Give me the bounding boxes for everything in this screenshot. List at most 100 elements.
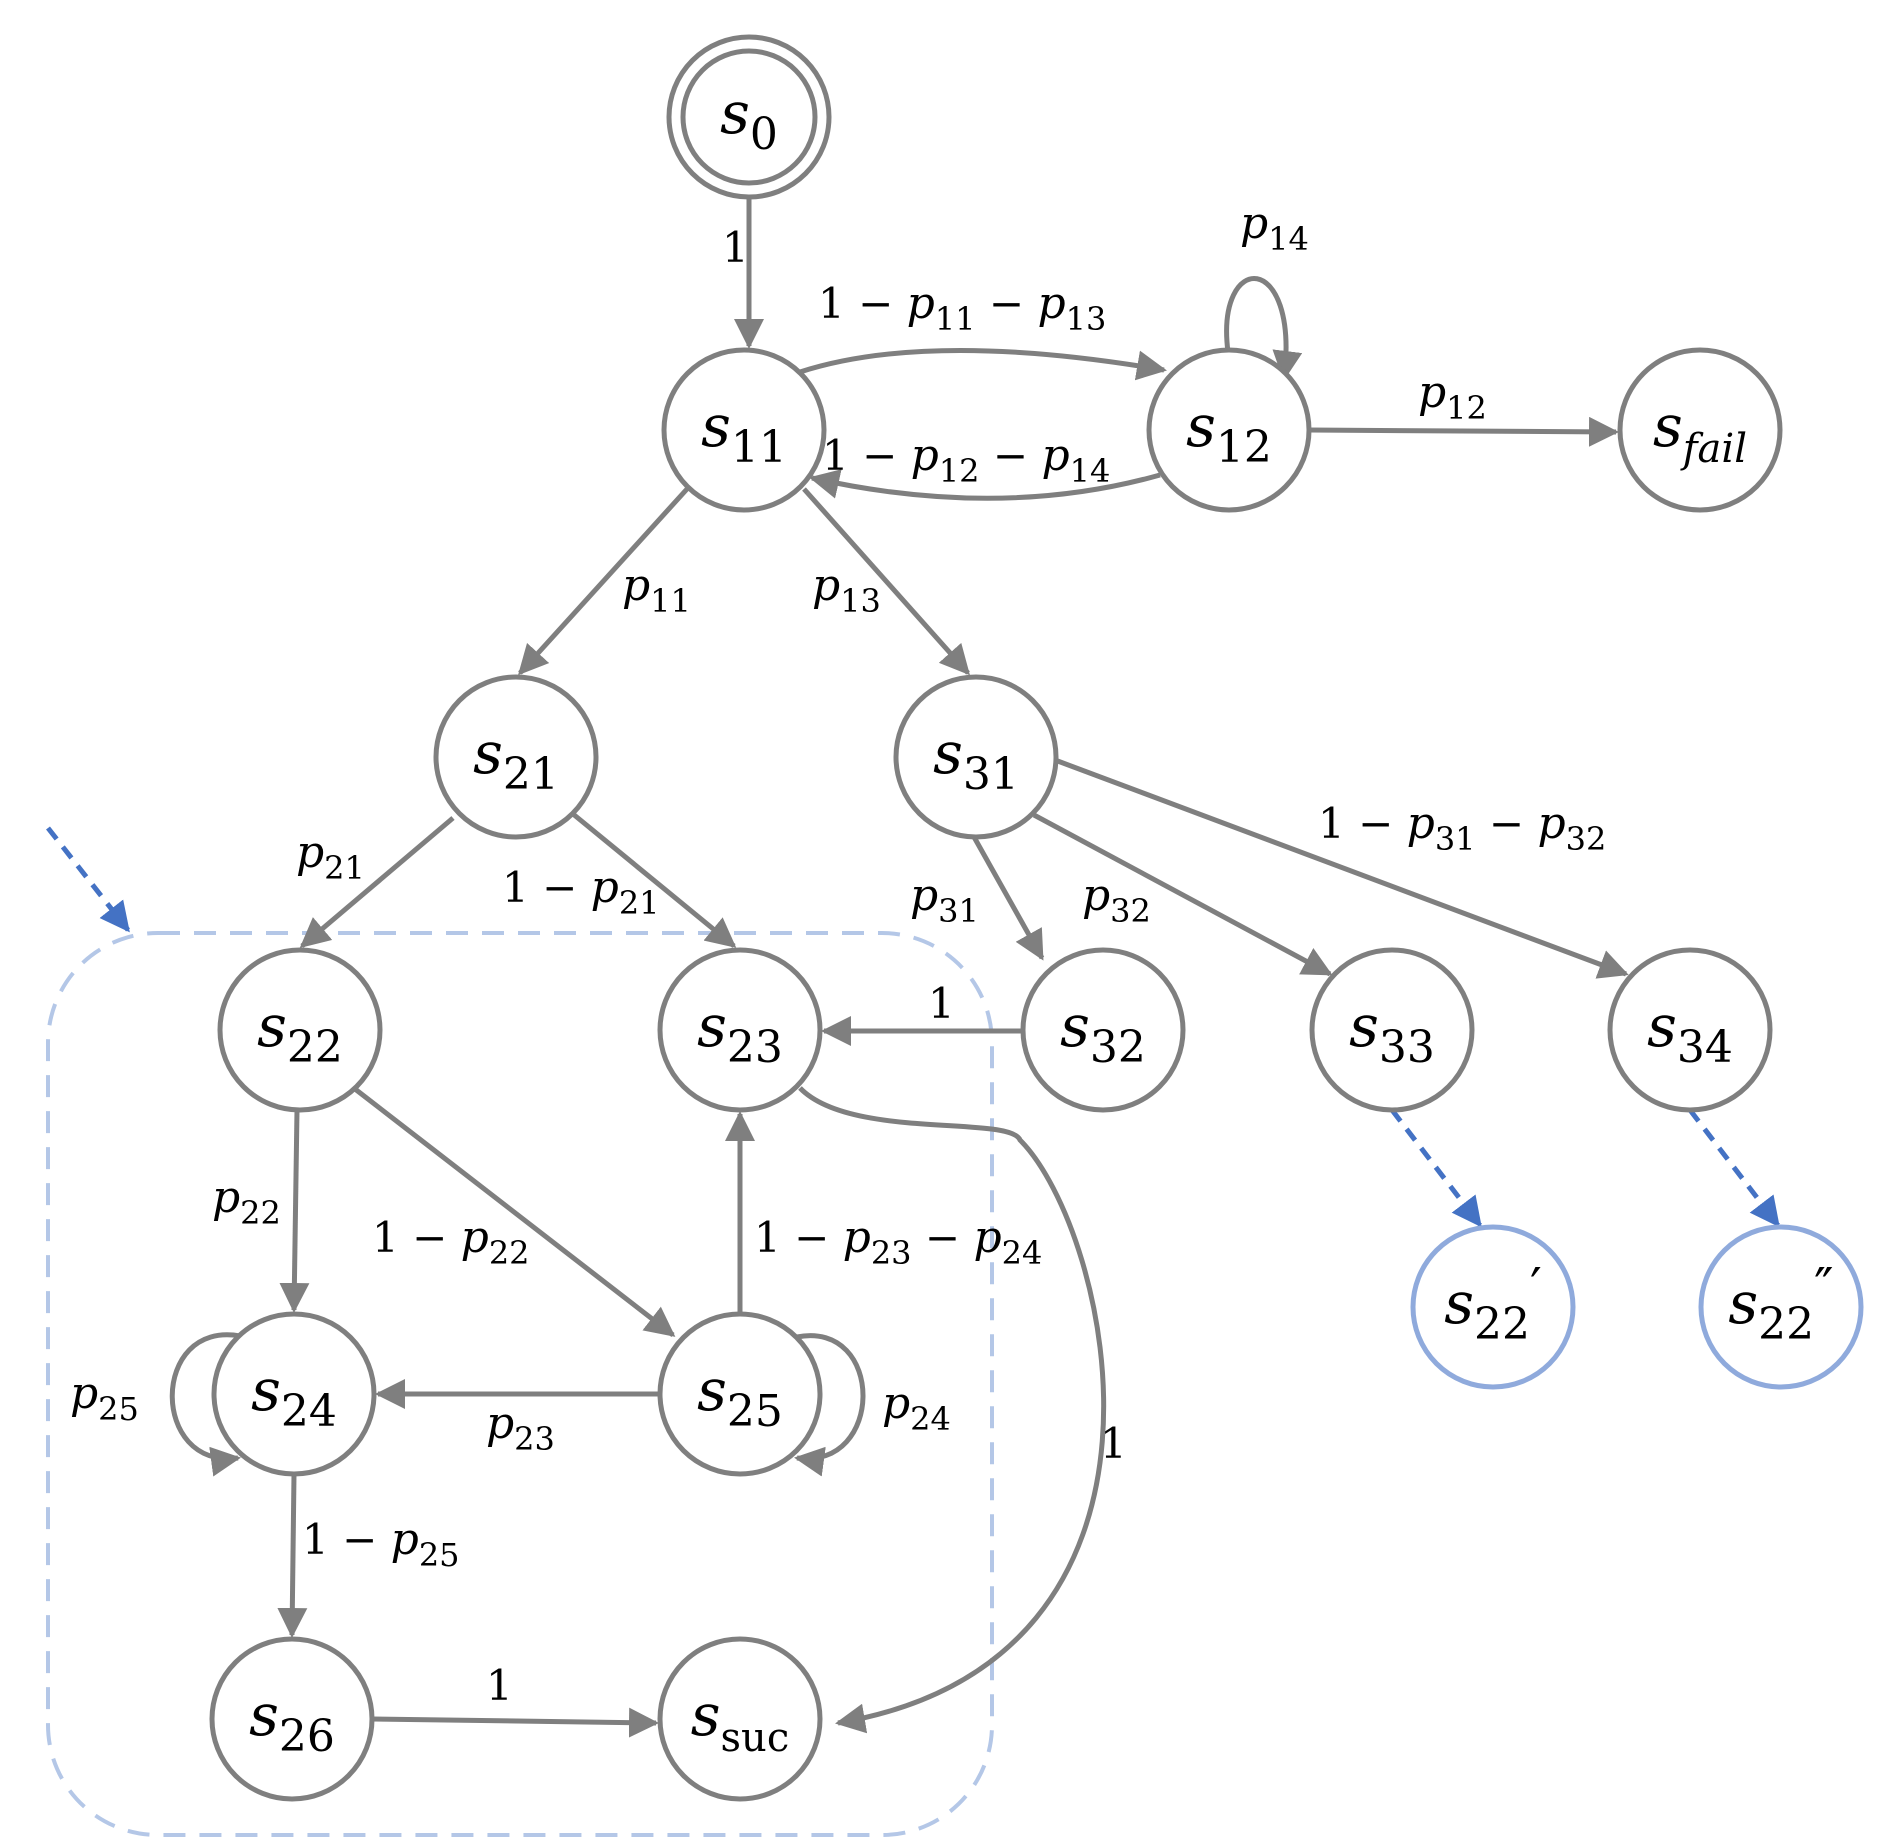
- edge-label-s11-to-s31: p13: [812, 560, 881, 620]
- edge-label-s12-to-sfail: p12: [1418, 367, 1487, 427]
- node-label-s26: s26: [249, 1681, 335, 1762]
- node-label-s24: s24: [251, 1356, 337, 1437]
- node-s11: s11: [661, 347, 827, 513]
- node-label-s12: s12: [1186, 392, 1272, 473]
- edge-label-s22-to-s24: p22: [212, 1172, 281, 1232]
- node-circle-s11: [661, 347, 827, 513]
- node-s12: s12: [1146, 347, 1312, 513]
- node-label-s22pp: s22″: [1728, 1258, 1833, 1350]
- node-label-s11: s11: [701, 392, 787, 473]
- node-circle-s12: [1146, 347, 1312, 513]
- edge-s31-to-s34: [1054, 757, 1629, 979]
- edge-s12-to-sfail: [1308, 416, 1619, 447]
- node-circle-s33: [1309, 947, 1475, 1113]
- edge-s33-to-s22p: [1390, 1108, 1482, 1228]
- node-circle-ssuc: [657, 1636, 823, 1802]
- node-s24: s24: [211, 1311, 377, 1477]
- node-label-s34: s34: [1647, 992, 1733, 1073]
- node-s26: s26: [209, 1636, 375, 1802]
- edge-label-s23-to-ssuc: 1: [1100, 1419, 1127, 1468]
- node-circle-s22pp: [1698, 1224, 1864, 1390]
- edge-label-s11-to-s12: 1 − p11 − p13: [818, 278, 1106, 338]
- node-label-s23: s23: [697, 992, 783, 1073]
- node-circle-s26: [209, 1636, 375, 1802]
- node-circle-s24: [211, 1311, 377, 1477]
- edge-label-s12-to-s11: 1 − p12 − p14: [822, 430, 1110, 490]
- edge-s21-to-s22: [299, 816, 455, 948]
- node-s32: s32: [1020, 947, 1186, 1113]
- initial-state-ring: [680, 48, 818, 186]
- edge-label-s24-to-s24: p25: [70, 1368, 139, 1428]
- node-s22: s22: [217, 947, 383, 1113]
- node-circle-sfail: [1617, 347, 1783, 513]
- edge-s11-to-s12: [799, 348, 1167, 381]
- node-sfail: sfail: [1617, 347, 1783, 513]
- node-label-ssuc: ssuc: [691, 1681, 789, 1761]
- edge-s12-to-s12: [1224, 276, 1303, 381]
- edge-label-s21-to-s22: p21: [296, 827, 365, 887]
- edge-s21-to-s23: [571, 812, 737, 948]
- edge-label-s31-to-s33: p32: [1082, 870, 1151, 930]
- edge-s11-to-s31: [802, 487, 970, 676]
- edge-label-s26-to-ssuc: 1: [486, 1661, 513, 1710]
- node-circle-s22: [217, 947, 383, 1113]
- node-s23: s23: [657, 947, 823, 1113]
- edge-s31-to-s33: [1032, 812, 1333, 977]
- edge-label-s25-to-s23: 1 − p23 − p24: [754, 1212, 1042, 1272]
- node-s22p: s22′: [1410, 1224, 1576, 1390]
- node-circle-s22p: [1410, 1224, 1576, 1390]
- edge-label-s31-to-s32: p31: [910, 870, 979, 930]
- edge-label-s21-to-s23: 1 − p21: [502, 862, 660, 922]
- node-label-sfail: sfail: [1653, 392, 1747, 472]
- node-label-s22: s22: [257, 992, 343, 1073]
- node-label-s31: s31: [933, 719, 1019, 800]
- node-circle-s31: [893, 674, 1059, 840]
- edge-s22-to-s25: [353, 1087, 676, 1337]
- node-label-s25: s25: [697, 1356, 783, 1437]
- edge-s11-to-s21: [517, 487, 689, 676]
- node-circle-s21: [433, 674, 599, 840]
- edge-s24-to-s24: [169, 1332, 241, 1477]
- node-label-s0: s0: [720, 79, 778, 160]
- edge-s31-to-s32: [971, 835, 1045, 961]
- edge-label-s22-to-s25: 1 − p22: [372, 1212, 530, 1272]
- edge-labels-layer: 1 1 − p11 − p13 1 − p12 − p14 p14 p12 p11 p13 p…: [70, 198, 1606, 1710]
- edge-s23-to-ssuc: [798, 1086, 1107, 1734]
- edge-s12-to-s11: [809, 469, 1161, 501]
- node-s33: s33: [1309, 947, 1475, 1113]
- node-circle-s25: [657, 1311, 823, 1477]
- node-s25: s25: [657, 1311, 823, 1477]
- edge-label-s11-to-s21: p11: [622, 560, 691, 620]
- edge-label-s12-to-s12: p14: [1240, 198, 1309, 258]
- edge-s24-to-s26: [277, 1473, 308, 1638]
- node-circle-s32: [1020, 947, 1186, 1113]
- node-label-s33: s33: [1349, 992, 1435, 1073]
- node-s34: s34: [1607, 947, 1773, 1113]
- node-ssuc: ssuc: [657, 1636, 823, 1802]
- edges-layer: [169, 197, 1780, 1738]
- edge-s26-to-ssuc: [371, 1707, 659, 1738]
- edge-label-s25-to-s24: p23: [486, 1398, 555, 1458]
- edge-s34-to-s22pp: [1688, 1108, 1780, 1228]
- node-label-s22p: s22′: [1444, 1258, 1542, 1350]
- node-s0: s0: [666, 34, 832, 200]
- group-entry-arrow: [46, 826, 130, 933]
- edge-s25-to-s25: [794, 1333, 866, 1477]
- node-circle-s34: [1607, 947, 1773, 1113]
- subprocess-group-box: [46, 931, 994, 1837]
- node-s21: s21: [433, 674, 599, 840]
- edge-label-s32-to-s23: 1: [928, 979, 955, 1028]
- node-circle-s0: [666, 34, 832, 200]
- edge-label-s24-to-s26: 1 − p25: [302, 1514, 460, 1574]
- node-label-s32: s32: [1060, 992, 1146, 1073]
- edge-label-s25-to-s25: p24: [882, 1378, 951, 1438]
- nodes-layer: s0 s11 s12 sfail s21 s31 s22 s23 s32 s33 s34 s22′ s2…: [209, 34, 1864, 1802]
- node-label-s21: s21: [473, 719, 559, 800]
- node-s22pp: s22″: [1698, 1224, 1864, 1390]
- edge-s22-to-s24: [279, 1109, 310, 1313]
- edge-label-s31-to-s34: 1 − p31 − p32: [1318, 798, 1606, 858]
- node-s31: s31: [893, 674, 1059, 840]
- node-circle-s23: [657, 947, 823, 1113]
- edge-label-s0-to-s11: 1: [722, 223, 749, 272]
